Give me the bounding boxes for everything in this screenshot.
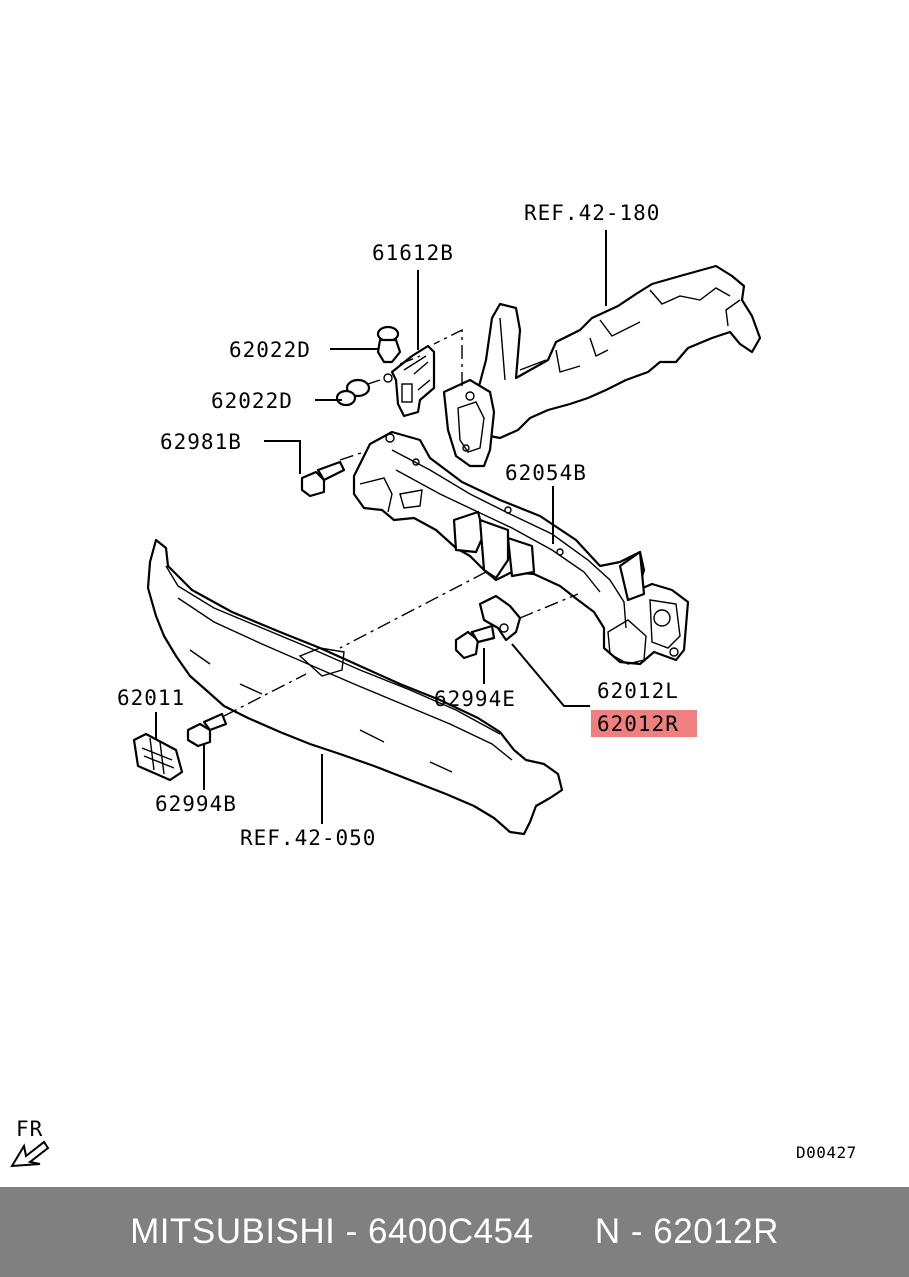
label-62054B[interactable]: 62054B [505,461,587,485]
label-61612B[interactable]: 61612B [372,241,454,265]
front-direction-marker: FR [10,1117,50,1168]
footer-gap [534,1212,595,1252]
retainer-62011 [132,732,184,782]
label-62022D-bottom[interactable]: 62022D [211,389,293,413]
parts-diagram: REF.42-180 61612B 62022D 62022D 62981B 6… [10,201,857,1168]
label-ref-42-050[interactable]: REF.42-050 [240,826,376,850]
clip-62022D-top [376,325,402,364]
label-62022D-top[interactable]: 62022D [229,338,311,362]
front-label: FR [16,1117,43,1141]
label-62994B[interactable]: 62994B [155,792,237,816]
energy-absorber-ref-42-050 [146,538,564,836]
mounting-plate [442,378,496,468]
highlight-62012R [591,710,697,737]
leader-lines [155,230,607,824]
footer-brand-part: MITSUBISHI - 6400C454 [130,1212,534,1251]
diagram-code: D00427 [796,1143,857,1162]
footer-bar: MITSUBISHI - 6400C454 N - 62012R [0,1187,909,1277]
bolt-62994B [186,712,228,748]
label-62012L[interactable]: 62012L [597,679,679,703]
label-62981B[interactable]: 62981B [160,430,242,454]
label-62994E[interactable]: 62994E [434,687,516,711]
bolt-62981B [300,460,346,498]
alignment-lines [223,328,579,717]
label-62012R[interactable]: 62012R [597,712,679,736]
front-arrow-icon [10,1140,50,1168]
label-62011[interactable]: 62011 [117,686,185,710]
side-frame-ref-42-180 [474,264,762,440]
bracket-62012 [478,594,522,642]
bolt-62994E [454,624,496,660]
clip-62022D-bottom [335,373,393,407]
label-ref-42-180[interactable]: REF.42-180 [524,201,660,225]
footer-part-number: N - 62012R [594,1212,779,1251]
bracket-61612B [390,344,436,418]
